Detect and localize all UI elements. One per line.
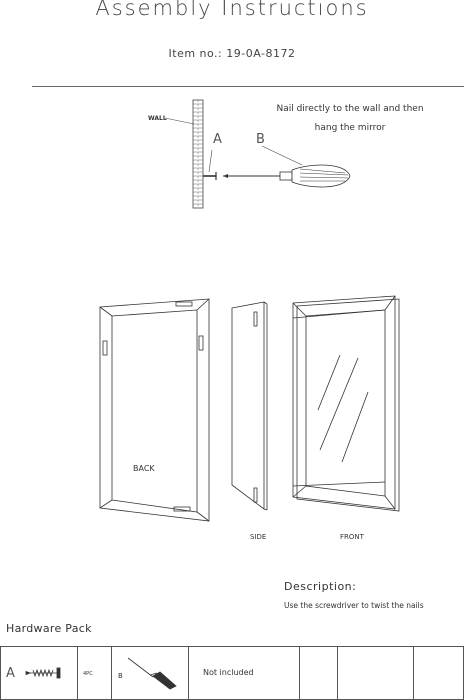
hardware-cell-note — [188, 646, 299, 700]
hardware-part-a-qty: 4PC — [83, 671, 93, 677]
hardware-pack-heading: Hardware Pack — [6, 622, 92, 635]
wall-label: WALL — [148, 115, 167, 122]
wall-illustration — [164, 99, 204, 209]
hardware-icons — [25, 657, 177, 690]
instruction-note: Nail directly to the wall and then hang … — [276, 104, 424, 133]
hardware-cell-empty-2 — [337, 646, 413, 700]
screwdriver-icon — [223, 145, 351, 188]
part-a-label: A — [213, 132, 222, 147]
hardware-table: A 4PC B Not included — [0, 646, 464, 700]
hardware-cell-empty-1 — [299, 646, 337, 700]
front-view-label: FRONT — [340, 533, 364, 541]
hardware-cell-b — [111, 646, 188, 700]
hardware-part-b-note: Not included — [203, 668, 254, 677]
hardware-cell-a — [0, 646, 77, 700]
page-title: Assembly Instructions — [95, 0, 369, 20]
description-text: Use the screwdriver to twist the nails — [284, 601, 424, 610]
screw-icon — [25, 667, 61, 679]
back-view-label: BACK — [133, 464, 155, 473]
nail-icon — [203, 149, 217, 180]
mirror-front-view — [292, 295, 400, 512]
hardware-screwdriver-icon — [127, 657, 177, 690]
item-number: Item no.: 19-0A-8172 — [168, 47, 296, 60]
description-heading: Description: — [284, 580, 357, 593]
header-divider — [32, 86, 464, 87]
mirror-back-view — [99, 298, 210, 522]
mirror-side-view — [231, 301, 268, 511]
hardware-part-b: B — [118, 672, 123, 680]
hardware-cell-qty — [77, 646, 111, 700]
side-view-label: SIDE — [250, 533, 267, 541]
part-b-label: B — [256, 132, 265, 147]
hardware-part-a: A — [6, 666, 15, 681]
